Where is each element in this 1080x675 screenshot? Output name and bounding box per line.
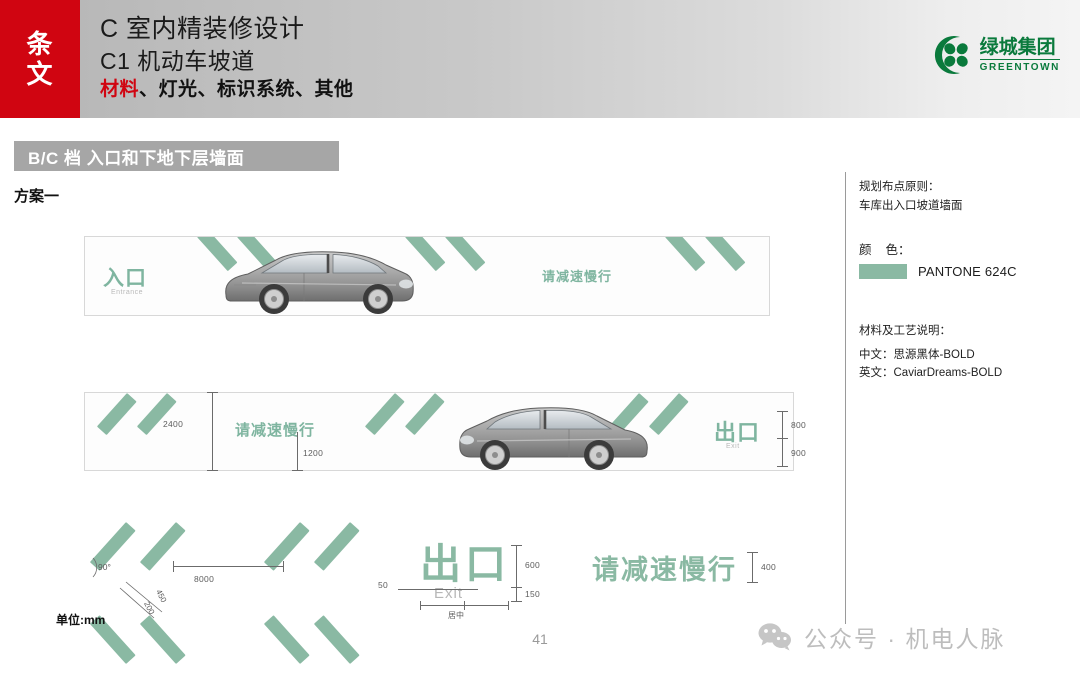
dim-cap-8000-right	[283, 561, 284, 572]
car-illustration-right	[218, 243, 418, 315]
chevron-left-3	[364, 393, 409, 470]
dim-text-800: 800	[791, 420, 807, 430]
exit-label-cn: 出口	[714, 420, 761, 445]
chevron-right-6	[705, 237, 749, 315]
watermark: 公众号 · 机电人脉	[758, 620, 1005, 654]
exit-wall-diagram: 请减速慢行 出口 Exit	[84, 392, 794, 471]
slide-header: 条 文 C 室内精装修设计 C1 机动车坡道 材料、灯光、标识系统、其他 绿城集…	[0, 0, 1080, 118]
dim-line-150	[516, 587, 517, 601]
dim-text-600: 600	[525, 560, 541, 570]
chevron-left-2	[136, 393, 181, 470]
color-label-value: 色：	[885, 243, 911, 257]
header-title-line2: C1 机动车坡道	[100, 48, 255, 74]
dim-line-50	[398, 589, 478, 590]
dim-line-400	[752, 552, 753, 582]
slow-down-label-2: 请减速慢行	[235, 422, 316, 439]
vertical-divider	[845, 172, 846, 624]
slow-down-label-1: 请减速慢行	[542, 269, 613, 284]
dim-text-8000: 8000	[194, 574, 215, 584]
material-title: 材料及工艺说明：	[859, 325, 951, 337]
chevron-left-1	[96, 393, 141, 470]
chevron-left-4	[404, 393, 449, 470]
entrance-label-en: Entrance	[111, 289, 144, 296]
dim-line-2400	[212, 392, 213, 471]
header-tag-char-2: 文	[26, 59, 54, 89]
center-note: 居中	[448, 611, 464, 620]
chevron-right-4	[445, 237, 489, 315]
dim-text-900: 900	[791, 448, 807, 458]
exit-large-en: Exit	[434, 585, 464, 602]
dim-cap-900-bottom	[777, 466, 788, 467]
dim-text-150: 150	[525, 589, 541, 599]
chevron-detail-3	[262, 522, 318, 664]
principle-title: 规划布点原则：	[859, 181, 940, 193]
dim-cap-150-bottom	[511, 601, 522, 602]
header-tag-block: 条 文	[0, 0, 80, 118]
angle-arc-icon	[92, 557, 98, 578]
header-title-line1: C 室内精装修设计	[100, 15, 305, 43]
dim-cap-400-top	[747, 552, 758, 553]
header-title-group: C 室内精装修设计 C1 机动车坡道 材料、灯光、标识系统、其他	[100, 12, 354, 104]
dim-cap-400-bottom	[747, 582, 758, 583]
dim-cap-center-left	[420, 601, 421, 610]
chevron-left-6	[648, 393, 693, 470]
header-title-line3: 材料、灯光、标识系统、其他	[100, 76, 354, 104]
header-title-line3-highlight: 材料	[100, 79, 140, 100]
material-english-font: 英文：CaviarDreams-BOLD	[859, 367, 1003, 379]
greentown-logo: 绿城集团 GREENTOWN	[931, 34, 1060, 76]
material-block: 材料及工艺说明： 中文：思源黑体-BOLD 英文：CaviarDreams-BO…	[859, 322, 1074, 382]
greentown-logo-text: 绿城集团 GREENTOWN	[979, 36, 1060, 74]
dim-cap-center-mid	[464, 601, 465, 610]
unit-label: 单位:mm	[56, 613, 106, 627]
color-swatch	[859, 264, 907, 279]
dim-cap-600-top	[511, 545, 522, 546]
header-tag-char-1: 条	[26, 29, 54, 59]
entrance-label-cn: 入口	[103, 267, 147, 290]
dim-line-1200	[297, 432, 298, 471]
dim-cap-2400-top	[207, 392, 218, 393]
color-label-key: 颜	[859, 243, 886, 257]
page-number: 41	[532, 631, 548, 647]
exit-label-en: Exit	[726, 443, 740, 450]
chevron-right-5	[665, 237, 709, 315]
dim-text-1200: 1200	[303, 448, 324, 458]
entrance-wall-diagram: 入口 Entrance 请减速慢行	[84, 236, 770, 316]
dim-cap-1200-bottom	[292, 470, 303, 471]
dim-line-600	[516, 545, 517, 587]
material-chinese-font: 中文：思源黑体-BOLD	[859, 349, 975, 361]
wechat-icon	[758, 623, 791, 651]
dim-line-900	[782, 438, 783, 466]
dim-cap-8000-left	[173, 561, 174, 572]
section-title-bar: B/C 档 入口和下地下层墙面	[14, 141, 339, 171]
greentown-logo-icon	[931, 34, 973, 76]
logo-english-name: GREENTOWN	[979, 58, 1060, 74]
dim-text-2400: 2400	[163, 419, 184, 429]
scheme-label: 方案一	[14, 188, 60, 205]
thickness-leader-lines	[119, 581, 163, 619]
exit-large-cn: 出口	[420, 541, 510, 587]
pantone-code: PANTONE 624C	[918, 264, 1017, 279]
section-title-text: B/C 档 入口和下地下层墙面	[28, 148, 245, 168]
angle-label-90: 90°	[98, 562, 111, 572]
header-title-line3-rest: 、灯光、标识系统、其他	[139, 79, 354, 100]
dim-text-400: 400	[761, 562, 777, 572]
dim-text-50: 50	[378, 580, 389, 590]
dim-line-8000	[173, 566, 283, 567]
chevron-detail-4	[312, 522, 368, 664]
car-illustration-left	[455, 401, 655, 470]
dim-line-800	[782, 411, 783, 438]
watermark-text: 公众号 · 机电人脉	[804, 626, 1006, 652]
color-swatch-row: PANTONE 624C	[859, 264, 1074, 279]
principle-body: 车库出入口坡道墙面	[859, 200, 963, 212]
dim-cap-800-top	[777, 411, 788, 412]
specification-panel: 规划布点原则： 车库出入口坡道墙面 颜色： PANTONE 624C 材料及工艺…	[859, 178, 1074, 382]
logo-chinese-name: 绿城集团	[979, 36, 1056, 58]
color-label-row: 颜色：	[859, 239, 1074, 258]
dim-cap-center-right	[508, 601, 509, 610]
slow-down-large: 请减速慢行	[592, 555, 737, 585]
dim-cap-2400-bottom	[207, 470, 218, 471]
